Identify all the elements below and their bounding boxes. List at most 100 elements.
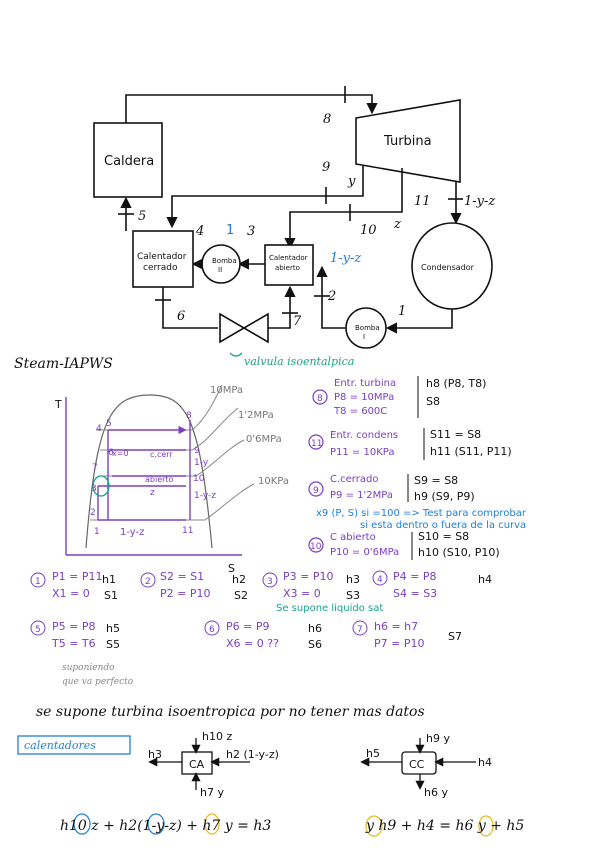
- ca-h10z: h10 z: [202, 730, 232, 743]
- s3r1: h3: [346, 573, 360, 586]
- turbine-shape: [355, 99, 461, 183]
- s6r2: S6: [308, 638, 322, 651]
- valve-right: [242, 312, 269, 344]
- s5r2: S5: [106, 638, 120, 651]
- s8-res1: h8 (P8, T8): [426, 377, 486, 390]
- s3a: P3 = P10: [283, 570, 333, 583]
- isobar-10mpa: [96, 384, 223, 431]
- line-6: [162, 287, 218, 329]
- steam-title: Steam-IAPWS: [14, 356, 113, 372]
- assumption-text: se supone turbina isoentropica por no te…: [36, 704, 425, 720]
- ts-pt-1y: 1-y: [194, 458, 209, 468]
- ts-pt-11: 11: [182, 526, 193, 536]
- cc-label: CC: [409, 758, 425, 771]
- label-06mpa: 0'6MPa: [246, 434, 282, 445]
- open-heater-box: [264, 244, 314, 286]
- line-10: [284, 168, 403, 250]
- ts-pt-1yz: 1-y-z: [194, 491, 216, 501]
- turbine-label: Turbina: [383, 134, 432, 149]
- svg-text:5: 5: [35, 625, 41, 635]
- cycle-diagram: [93, 86, 493, 349]
- note-perf-2: que va perfecto: [62, 677, 134, 687]
- right-notes: 8 Entr. turbina P8 = 10MPa T8 = 600C h8 …: [308, 376, 527, 560]
- heaters-label: calentadores: [24, 739, 96, 752]
- saturation-dome: [85, 394, 213, 549]
- svg-text:10: 10: [310, 542, 322, 552]
- s8-t: T8 = 600C: [333, 406, 387, 417]
- s10-res2: h10 (S10, P10): [418, 546, 500, 559]
- line-7: [268, 285, 296, 329]
- s10-res1: S10 = S8: [418, 530, 469, 543]
- condenser-label: Condensador: [421, 263, 475, 272]
- ts-z: z: [150, 488, 155, 498]
- s11-p: P11 = 10KPa: [330, 447, 394, 458]
- s7a: h6 = h7: [374, 620, 418, 633]
- axis-s: S: [228, 562, 235, 575]
- s9-p: P9 = 1'2MPa: [330, 490, 393, 501]
- ts-ccerr: c.cerr: [150, 450, 173, 459]
- state-6: 6: [177, 309, 185, 324]
- state-1: 1: [398, 304, 406, 319]
- open-heater-label-2: abierto: [275, 264, 300, 272]
- s3b: X3 = 0: [283, 587, 321, 600]
- label-10mpa: 10MPa: [210, 385, 243, 396]
- cc-h9y: h9 y: [426, 732, 450, 745]
- svg-text:6: 6: [209, 625, 215, 635]
- s4r1: h4: [478, 573, 492, 586]
- s1a: P1 = P11: [52, 570, 102, 583]
- state-9: 9: [322, 160, 330, 175]
- pump2-label-2: II: [218, 266, 222, 274]
- state-7: 7: [293, 314, 302, 329]
- ts-pt-8: 8: [186, 411, 192, 421]
- pump1-label-2: I: [363, 333, 365, 341]
- state-11: 11: [414, 194, 431, 209]
- state-3: 3: [247, 224, 255, 239]
- ts-abierto: abierto: [145, 475, 174, 484]
- ts-pt-5: 5: [106, 419, 112, 429]
- frac-condenser: 1-y-z: [464, 194, 495, 209]
- ts-diagram: T S 10MPa 1'2MPa 0'6MPa 10KPa 4 5 8 9: [54, 384, 289, 575]
- cc-h5: h5: [366, 747, 380, 760]
- note-blue-2: si esta dentro o fuera de la curva: [360, 520, 526, 531]
- s4a: P4 = P8: [393, 570, 436, 583]
- s5a: P5 = P8: [52, 620, 95, 633]
- isobar-10kpa: [90, 483, 255, 521]
- note-sat: Se supone liquido sat: [276, 603, 383, 614]
- svg-text:S2: S2: [234, 589, 248, 602]
- cc-h6y: h6 y: [424, 786, 448, 799]
- svg-text:2: 2: [145, 577, 151, 587]
- ts-bottom-frac: 1-y-z: [120, 527, 144, 538]
- s2a: S2 = S1: [160, 570, 204, 583]
- s2b: P2 = P10: [160, 587, 210, 600]
- svg-text:9: 9: [313, 486, 319, 496]
- s7r1: S7: [448, 630, 462, 643]
- ts-pt-3: 3: [91, 484, 97, 494]
- s11-title: Entr. condens: [330, 430, 398, 441]
- axis-T: T: [54, 398, 62, 411]
- s6r1: h6: [308, 622, 322, 635]
- s9-res1: S9 = S8: [414, 474, 458, 487]
- blue-annotation-frac: 1-y-z: [330, 251, 361, 266]
- cc-h4: h4: [478, 756, 492, 769]
- s2r1: h2: [232, 573, 246, 586]
- state-10: 10: [360, 223, 377, 238]
- ts-pt-4: 4: [96, 424, 102, 434]
- boiler-box: [93, 122, 163, 198]
- svg-text:8: 8: [317, 394, 323, 404]
- ca-h3: h3: [148, 748, 162, 761]
- state-2: 2: [327, 289, 336, 304]
- ts-pt-10: 10: [193, 474, 205, 484]
- ts-pt-9: 9: [194, 446, 200, 456]
- note-perf-1: suponiendo: [62, 663, 115, 673]
- state-8: 8: [323, 112, 331, 127]
- s8-res2: S8: [426, 395, 440, 408]
- label-12mpa: 1'2MPa: [238, 410, 274, 421]
- s5b: T5 = T6: [51, 637, 96, 650]
- states-row-1: 1 P1 = P11 X1 = 0 h1 S1 2 S2 = S1 P2 = P…: [30, 570, 492, 602]
- closed-heater-box: [132, 230, 194, 288]
- frac-z: z: [393, 217, 401, 232]
- s1r1: h1: [102, 573, 116, 586]
- s11-res1: S11 = S8: [430, 428, 481, 441]
- s10-p: P10 = 0'6MPa: [330, 547, 399, 558]
